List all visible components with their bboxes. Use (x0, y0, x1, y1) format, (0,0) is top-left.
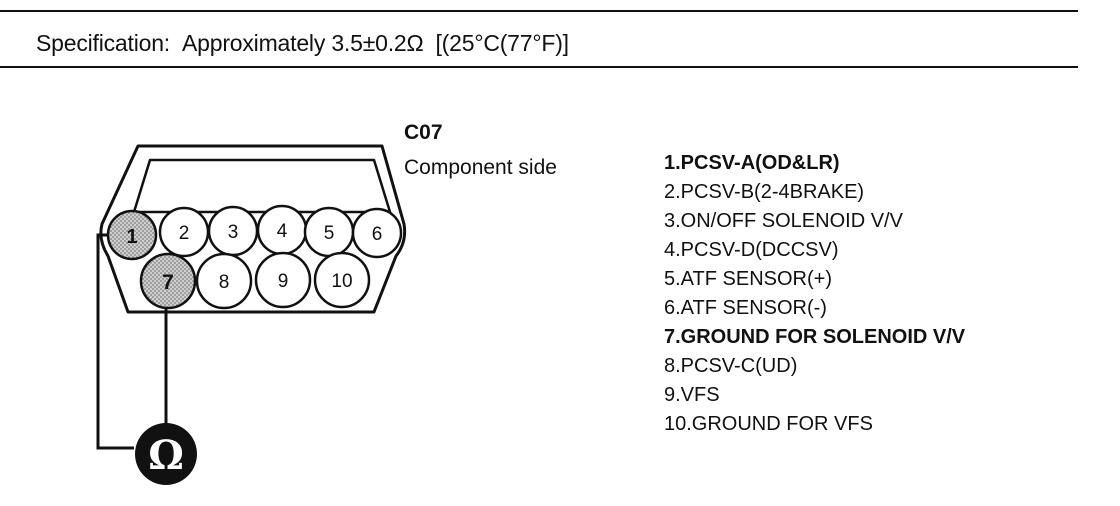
pin-legend-item: 9.VFS (664, 384, 720, 406)
connector-latch (132, 158, 392, 214)
pin-legend-item: 2.PCSV-B(2-4BRAKE) (664, 181, 865, 203)
pins-top-row: 1 2 3 4 5 6 (106, 204, 403, 261)
connector-diagram: 1 2 3 4 5 6 7 8 9 10 Ω (96, 144, 407, 485)
pin-10-circle (313, 251, 371, 309)
pin-6-label: 6 (372, 224, 383, 245)
pin-legend-item: 3.ON/OFF SOLENOID V/V (664, 210, 903, 232)
pin-9-circle (254, 251, 312, 309)
pin-legend-list: 1.PCSV-A(OD&LR) 2.PCSV-B(2-4BRAKE) 3.ON/… (664, 149, 965, 439)
pin-2-label: 2 (179, 223, 190, 244)
spec-value: Approximately 3.5±0.2Ω (182, 30, 424, 56)
spec-condition: [(25°C(77°F)] (435, 30, 569, 56)
connector-id: C07 (404, 121, 443, 144)
pin-6-circle (351, 207, 403, 259)
probe-wire-pin-1 (96, 233, 134, 450)
pin-4-label: 4 (277, 221, 288, 242)
top-rule (0, 10, 1078, 12)
pin-legend-item: 5.ATF SENSOR(+) (664, 268, 832, 290)
pin-legend-item: 1.PCSV-A(OD&LR) (664, 152, 840, 174)
pins-bottom-row: 7 8 9 10 (139, 251, 371, 310)
ohmmeter-icon: Ω (135, 423, 197, 485)
pin-3-label: 3 (228, 222, 239, 243)
specification-line: Specification: Approximately 3.5±0.2Ω [(25… (36, 28, 569, 58)
pin-legend-item: 8.PCSV-C(UD) (664, 355, 798, 377)
spec-label: Specification: (36, 30, 170, 56)
pin-legend-item: 7.GROUND FOR SOLENOID V/V (664, 326, 966, 348)
ohmmeter-symbol: Ω (148, 432, 184, 479)
pin-9-label: 9 (278, 271, 289, 292)
pin-7-circle (139, 252, 197, 310)
connector-side-label: Component side (404, 156, 557, 179)
pin-1-label: 1 (126, 226, 137, 248)
pin-1-circle (106, 209, 158, 261)
connector-housing (99, 144, 407, 314)
pin-legend-item: 10.GROUND FOR VFS (664, 413, 873, 435)
pin-legend-item: 4.PCSV-D(DCCSV) (664, 239, 839, 261)
pin-5-label: 5 (324, 223, 335, 244)
pin-10-label: 10 (331, 271, 352, 292)
pin-8-label: 8 (219, 272, 230, 293)
pin-7-label: 7 (162, 271, 174, 294)
bottom-rule (0, 66, 1078, 68)
pin-legend-item: 6.ATF SENSOR(-) (664, 297, 827, 319)
pin-8-circle (195, 252, 253, 310)
